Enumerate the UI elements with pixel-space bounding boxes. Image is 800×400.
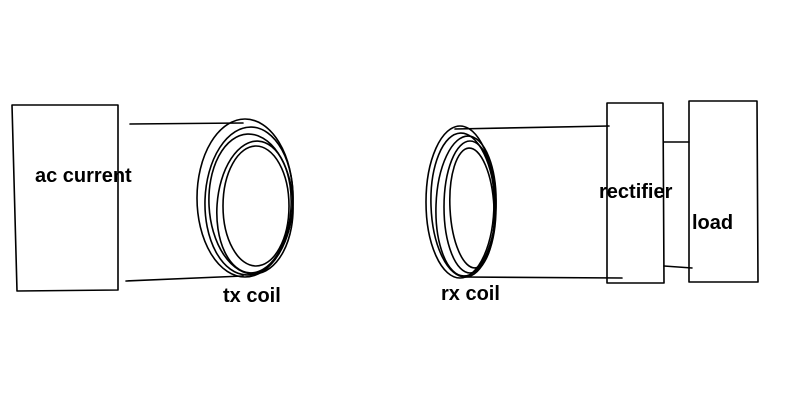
rx-top-wire <box>454 125 610 130</box>
load-label: load <box>692 212 734 234</box>
tx-top-wire <box>129 122 244 125</box>
rx-coil-drawing <box>425 125 497 279</box>
tx-bottom-wire <box>125 275 244 282</box>
rx-coil-label: rx coil <box>441 283 500 305</box>
load-box <box>688 100 759 283</box>
rectifier-label: rectifier <box>599 181 673 203</box>
rx-bottom-wire <box>462 276 623 279</box>
ac-current-box <box>11 104 119 292</box>
load-bottom-wire <box>663 265 693 269</box>
rectifier-box <box>606 102 665 284</box>
ac-current-label: ac current <box>35 165 132 187</box>
tx-coil-drawing <box>196 118 294 278</box>
tx-coil-label: tx coil <box>223 285 281 307</box>
